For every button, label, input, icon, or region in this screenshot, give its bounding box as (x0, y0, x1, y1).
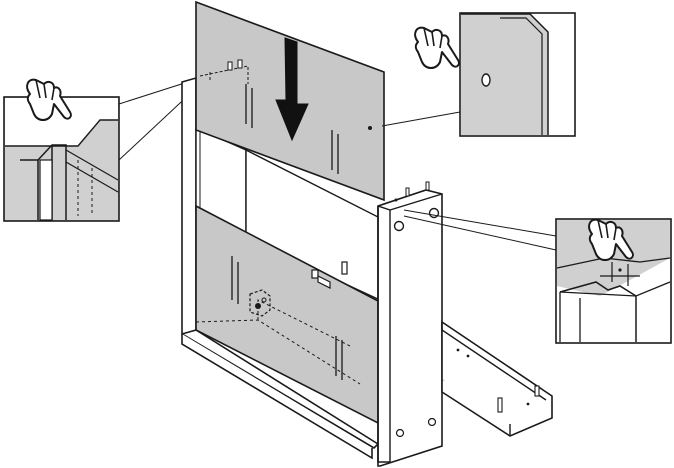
lower-back-panel (195, 204, 381, 426)
shelf-pegs (311, 261, 348, 289)
bottom-right-zoom-callout (555, 218, 672, 344)
down-arrow-icon (275, 37, 309, 142)
top-right-zoom-callout (414, 12, 576, 137)
bottom-right-callout-leader (403, 209, 557, 251)
top-right-callout-leader (381, 111, 461, 127)
right-side-panel (377, 181, 443, 467)
pointing-hand-icon (414, 26, 460, 70)
base-panel (441, 320, 553, 437)
left-zoom-callout (3, 78, 120, 222)
